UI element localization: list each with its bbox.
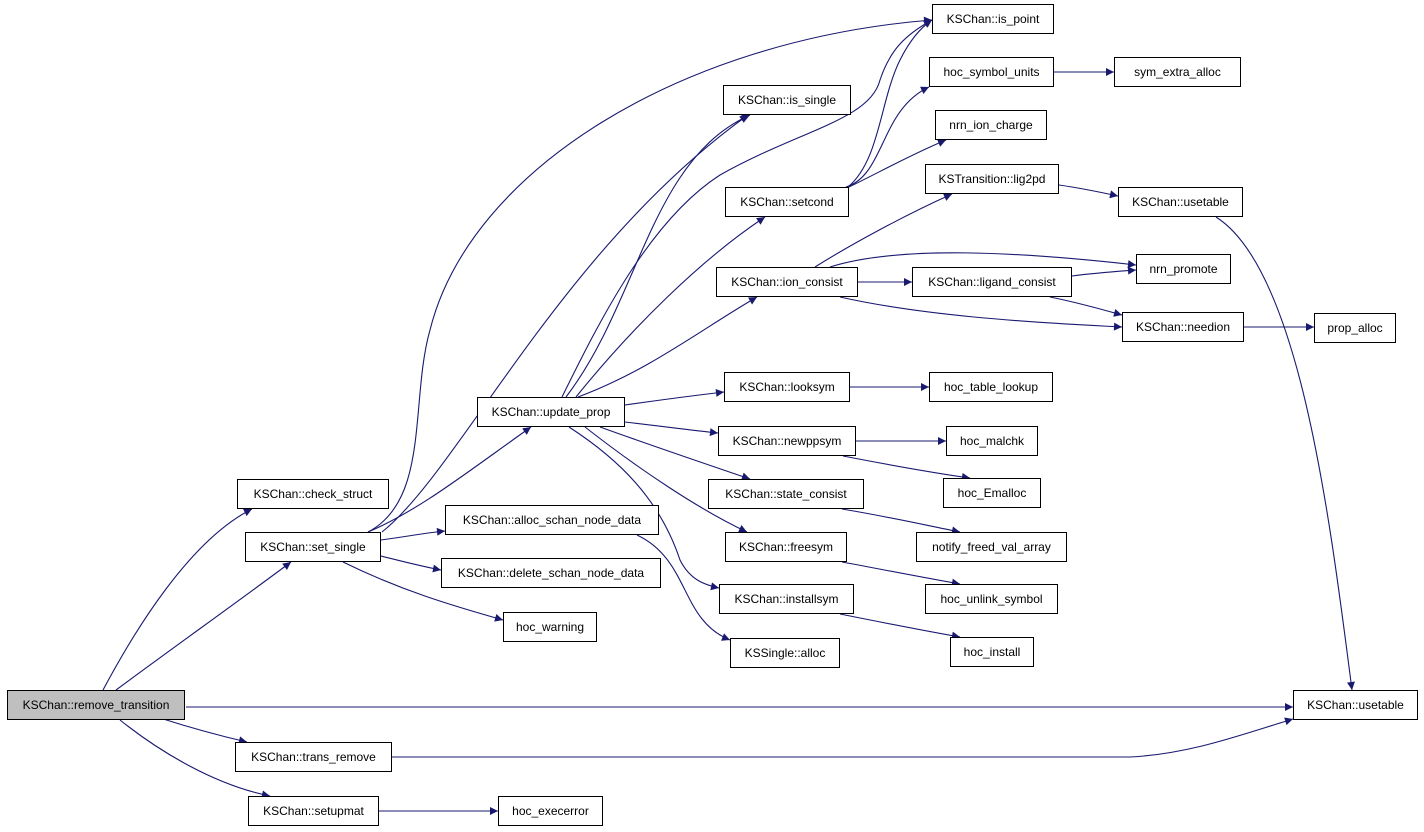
node-notify-freed-val-array[interactable]: notify_freed_val_array bbox=[916, 532, 1067, 562]
edge-usetable-top-to-usetable-bottom bbox=[1215, 216, 1355, 691]
edge-setcond-to-hoc-symbol-units bbox=[845, 86, 930, 188]
node-ion-consist[interactable]: KSChan::ion_consist bbox=[716, 267, 858, 297]
node-check-struct[interactable]: KSChan::check_struct bbox=[237, 479, 389, 509]
node-hoc-warning[interactable]: hoc_warning bbox=[503, 612, 597, 642]
node-is-single[interactable]: KSChan::is_single bbox=[723, 85, 851, 115]
edge-ligand-consist-to-needion bbox=[1049, 296, 1123, 317]
edge-setcond-to-nrn-ion-charge bbox=[848, 139, 947, 188]
edge-set-single-to-alloc-schan-node-data bbox=[380, 527, 446, 541]
edge-update-prop-to-ion-consist bbox=[577, 296, 758, 398]
edge-state-consist-to-notify-freed-val-array bbox=[841, 508, 961, 535]
edge-trans-remove-to-usetable-bottom bbox=[392, 717, 1294, 758]
node-update-prop[interactable]: KSChan::update_prop bbox=[477, 397, 625, 427]
node-hoc-install[interactable]: hoc_install bbox=[950, 637, 1034, 667]
edge-set-single-to-hoc-warning bbox=[342, 561, 504, 622]
node-hoc-symbol-units[interactable]: hoc_symbol_units bbox=[929, 57, 1054, 87]
node-nrn-promote[interactable]: nrn_promote bbox=[1136, 254, 1231, 284]
edge-lig2pd-to-usetable-top bbox=[1058, 184, 1119, 199]
edge-remove-transition-to-set-single bbox=[115, 561, 292, 691]
node-hoc-table-lookup[interactable]: hoc_table_lookup bbox=[929, 372, 1053, 402]
edge-newppsym-to-hoc-Emalloc bbox=[842, 455, 971, 481]
edge-set-single-to-is-point bbox=[367, 16, 933, 533]
node-prop-alloc[interactable]: prop_alloc bbox=[1314, 313, 1396, 343]
edge-installsym-to-hoc-install bbox=[839, 613, 961, 640]
node-alloc-schan-node-data[interactable]: KSChan::alloc_schan_node_data bbox=[445, 505, 659, 535]
node-needion[interactable]: KSChan::needion bbox=[1122, 312, 1244, 342]
edge-remove-transition-to-check-struct bbox=[102, 508, 253, 691]
node-ligand-consist[interactable]: KSChan::ligand_consist bbox=[912, 267, 1072, 297]
node-is-point[interactable]: KSChan::is_point bbox=[932, 4, 1054, 34]
edge-update-prop-to-looksym bbox=[624, 388, 725, 406]
edge-update-prop-to-newppsym bbox=[624, 421, 719, 437]
node-delete-schan-node-data[interactable]: KSChan::delete_schan_node_data bbox=[441, 558, 661, 588]
node-hoc-unlink-symbol[interactable]: hoc_unlink_symbol bbox=[925, 584, 1058, 614]
node-sym-extra-alloc[interactable]: sym_extra_alloc bbox=[1114, 57, 1241, 87]
edge-setcond-to-is-point bbox=[847, 19, 933, 188]
edge-set-single-to-delete-schan-node-data bbox=[380, 555, 442, 573]
edge-remove-transition-to-setupmat bbox=[119, 719, 271, 799]
node-usetable-bottom[interactable]: KSChan::usetable bbox=[1293, 690, 1418, 720]
node-setcond[interactable]: KSChan::setcond bbox=[725, 187, 849, 217]
node-kstransition-lig2pd[interactable]: KSTransition::lig2pd bbox=[925, 164, 1059, 194]
edge-remove-transition-to-trans-remove bbox=[159, 717, 248, 745]
node-looksym[interactable]: KSChan::looksym bbox=[724, 372, 850, 402]
node-newppsym[interactable]: KSChan::newppsym bbox=[718, 426, 856, 456]
edge-set-single-to-is-single bbox=[381, 114, 749, 533]
node-trans-remove[interactable]: KSChan::trans_remove bbox=[235, 742, 392, 772]
node-hoc-emalloc[interactable]: hoc_Emalloc bbox=[943, 478, 1041, 508]
node-freesym[interactable]: KSChan::freesym bbox=[725, 532, 847, 562]
edge-update-prop-to-is-single bbox=[565, 114, 751, 398]
edge-update-prop-to-setcond bbox=[575, 216, 766, 398]
node-set-single[interactable]: KSChan::set_single bbox=[245, 532, 381, 562]
edge-freesym-to-hoc-unlink-symbol bbox=[841, 561, 961, 587]
edge-ion-consist-to-nrn-promote bbox=[829, 252, 1137, 269]
edge-alloc-schan-node-data-to-kssingle-alloc bbox=[636, 534, 731, 641]
node-kssingle-alloc[interactable]: KSSingle::alloc bbox=[730, 638, 840, 668]
node-state-consist[interactable]: KSChan::state_consist bbox=[708, 479, 864, 509]
node-usetable-top[interactable]: KSChan::usetable bbox=[1118, 187, 1243, 217]
edge-ligand-consist-to-nrn-promote bbox=[1071, 266, 1137, 277]
edge-update-prop-to-freesym bbox=[584, 426, 748, 533]
node-hoc-malchk[interactable]: hoc_malchk bbox=[946, 426, 1038, 456]
edge-ion-consist-to-needion bbox=[839, 296, 1123, 331]
node-nrn-ion-charge[interactable]: nrn_ion_charge bbox=[935, 110, 1047, 140]
node-installsym[interactable]: KSChan::installsym bbox=[719, 584, 854, 614]
edge-set-single-to-update-prop bbox=[367, 426, 532, 533]
node-setupmat[interactable]: KSChan::setupmat bbox=[248, 796, 379, 826]
edge-update-prop-to-installsym bbox=[568, 426, 720, 591]
edge-ion-consist-to-lig2pd bbox=[814, 193, 953, 268]
edge-update-prop-to-is-point bbox=[561, 19, 933, 398]
edge-update-prop-to-state-consist bbox=[599, 426, 751, 481]
node-remove-transition[interactable]: KSChan::remove_transition bbox=[7, 690, 185, 720]
node-hoc-execerror[interactable]: hoc_execerror bbox=[498, 796, 603, 826]
